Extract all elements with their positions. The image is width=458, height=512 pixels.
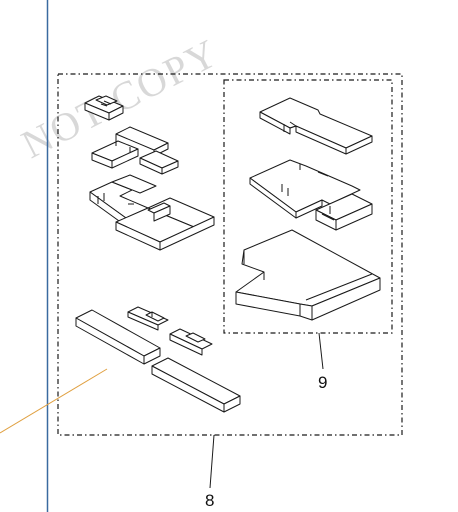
part-tab-lower bbox=[169, 328, 213, 356]
part-tab-upper bbox=[127, 306, 169, 331]
part-plate-middle bbox=[249, 159, 373, 231]
part-stepped-block bbox=[91, 126, 179, 175]
callout-8-label: 8 bbox=[205, 491, 215, 510]
callout-9-label: 9 bbox=[318, 373, 328, 392]
callout-8-leader bbox=[209, 434, 215, 489]
kit-8-boundary bbox=[57, 73, 403, 436]
part-plate-bottom bbox=[235, 229, 381, 321]
part-large-base bbox=[89, 174, 215, 251]
part-small-block bbox=[84, 95, 124, 121]
leader-line bbox=[0, 368, 108, 434]
part-long-bar-right bbox=[151, 357, 241, 413]
callout-9-leader bbox=[318, 332, 324, 370]
part-plate-top bbox=[259, 97, 373, 155]
kit-9-boundary bbox=[223, 79, 393, 334]
part-long-bar-left bbox=[75, 309, 161, 365]
